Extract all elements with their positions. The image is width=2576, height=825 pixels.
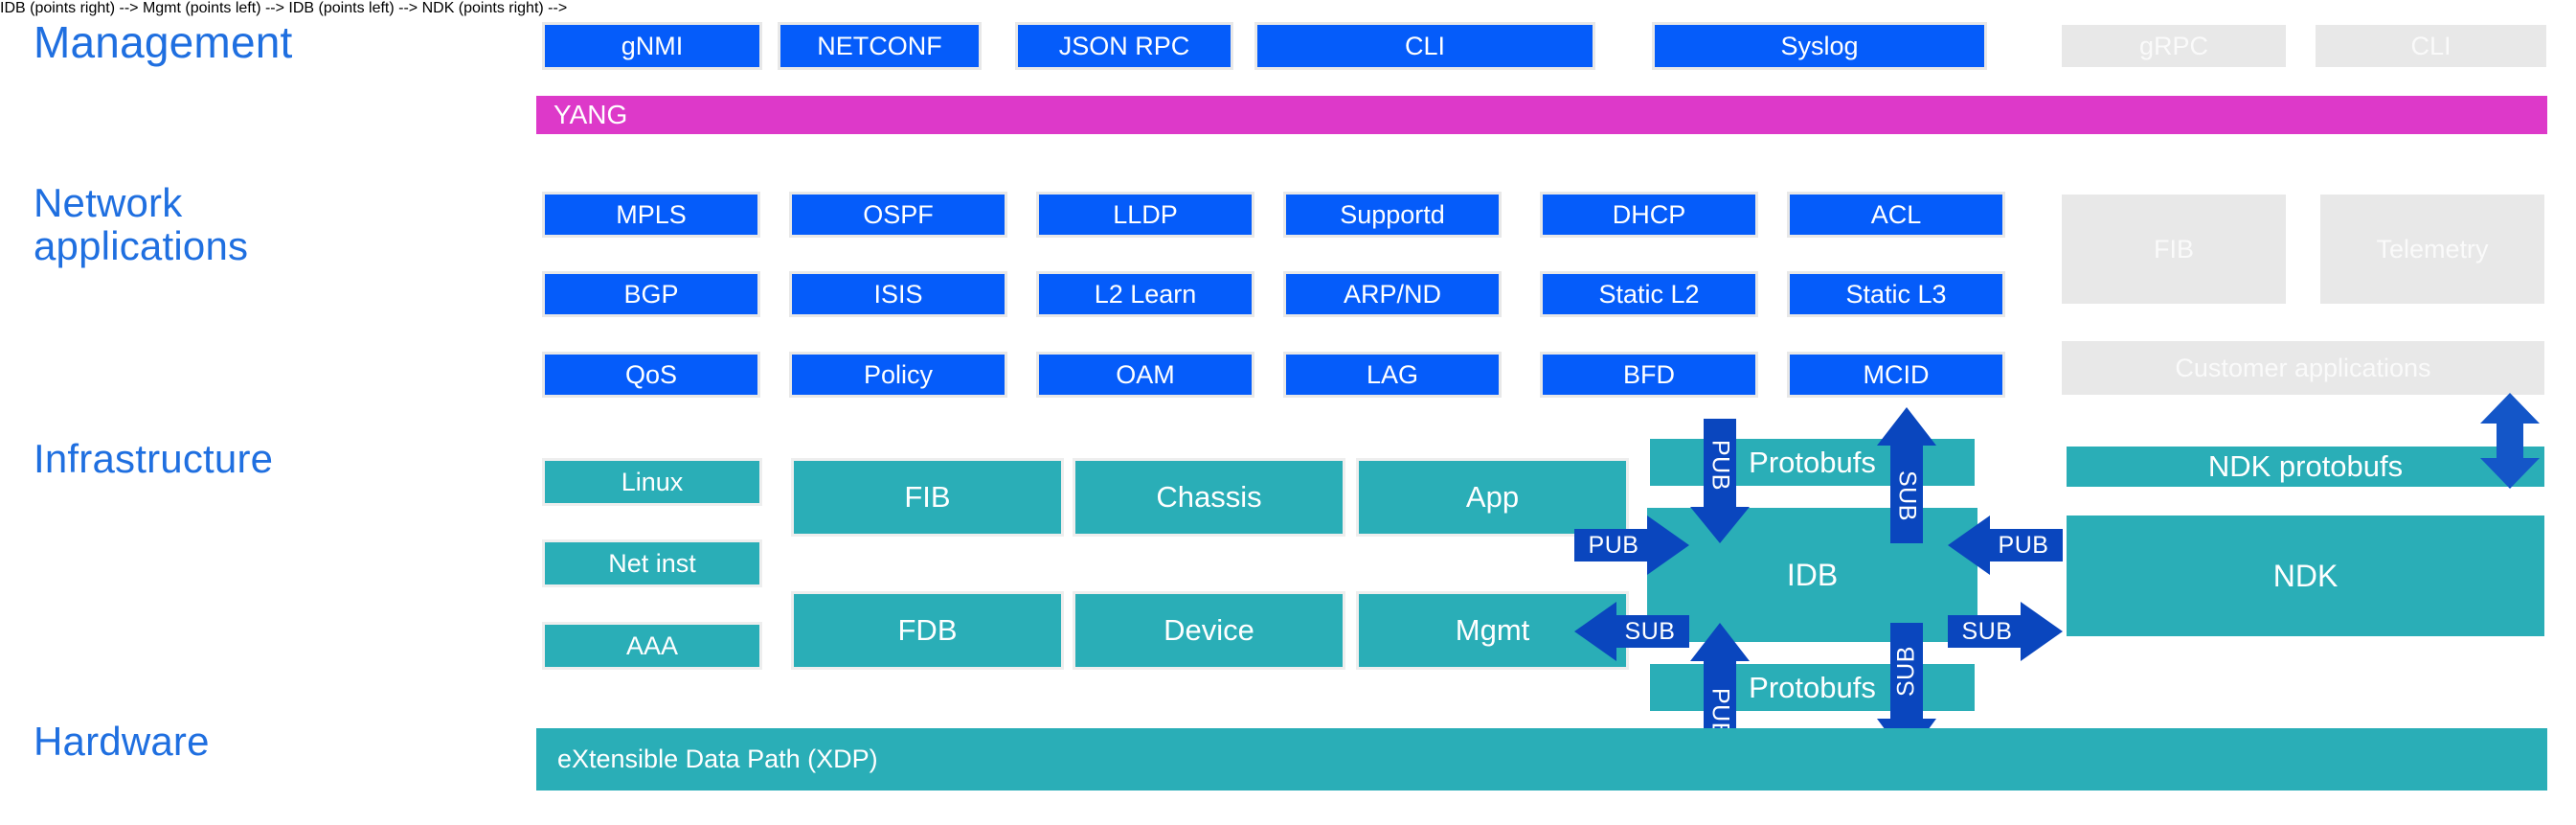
mgmt-chip-syslog[interactable]: Syslog xyxy=(1652,22,1987,70)
netapp-chip-qos[interactable]: QoS xyxy=(542,352,760,398)
netapp-chip-bgp-label: BGP xyxy=(623,279,679,309)
arrow-pub-app-to-idb: PUB xyxy=(1574,516,1689,575)
netapp-chip-qos-label: QoS xyxy=(624,359,678,389)
netapp-ghost-telemetry[interactable]: Telemetry xyxy=(2317,192,2547,307)
netapp-chip-mcid-label: MCID xyxy=(1863,359,1930,389)
netapp-chip-ospf-label: OSPF xyxy=(863,199,934,229)
netapp-chip-static-l2[interactable]: Static L2 xyxy=(1540,271,1758,317)
netapp-chip-ospf[interactable]: OSPF xyxy=(789,192,1007,238)
netapp-chip-l2-learn[interactable]: L2 Learn xyxy=(1036,271,1254,317)
netapp-chip-lldp-label: LLDP xyxy=(1113,199,1178,229)
netapp-chip-l2-learn-label: L2 Learn xyxy=(1094,279,1197,309)
layer-title-network-line1: Network xyxy=(34,180,183,225)
netapp-chip-bgp[interactable]: BGP xyxy=(542,271,760,317)
netapp-chip-policy[interactable]: Policy xyxy=(789,352,1007,398)
netapp-chip-supportd-label: Supportd xyxy=(1340,199,1445,229)
arrow-sub-bottom-down: SUB xyxy=(1877,623,1936,759)
netapp-chip-policy-label: Policy xyxy=(863,359,934,389)
hardware-xdp-bar[interactable]: eXtensible Data Path (XDP) xyxy=(536,728,2547,791)
mgmt-yang-bar-label: YANG xyxy=(554,100,628,129)
infra-chip-mgmt-label: Mgmt xyxy=(1455,613,1530,647)
mgmt-chip-json-rpc-label: JSON RPC xyxy=(1058,31,1190,60)
mgmt-chip-cli-ghost-label: CLI xyxy=(2410,31,2452,60)
mgmt-chip-grpc[interactable]: gRPC xyxy=(2059,22,2289,70)
layer-title-management: Management xyxy=(34,17,293,67)
netapp-chip-arp-nd-label: ARP/ND xyxy=(1343,279,1441,309)
netapp-chip-acl-label: ACL xyxy=(1870,199,1922,229)
netapp-chip-bfd-label: BFD xyxy=(1623,359,1675,389)
infra-chip-device-label: Device xyxy=(1164,613,1254,647)
arrow-sub-idb-to-mgmt: SUB xyxy=(1574,602,1689,661)
netapp-ghost-customer-applications-label: Customer applications xyxy=(2175,353,2431,382)
mgmt-chip-cli-label: CLI xyxy=(1404,31,1446,60)
netapp-chip-arp-nd[interactable]: ARP/ND xyxy=(1283,271,1502,317)
infra-chip-fib-label: FIB xyxy=(904,480,951,514)
infra-chip-fdb-label: FDB xyxy=(897,613,958,647)
layer-title-network-applications: Network applications xyxy=(34,181,248,268)
mgmt-chip-netconf-label: NETCONF xyxy=(817,31,942,60)
netapp-chip-static-l3[interactable]: Static L3 xyxy=(1787,271,2005,317)
infra-chip-device[interactable]: Device xyxy=(1073,591,1345,670)
netapp-chip-bfd[interactable]: BFD xyxy=(1540,352,1758,398)
layer-title-hardware: Hardware xyxy=(34,719,210,764)
netapp-chip-oam-label: OAM xyxy=(1116,359,1175,389)
infra-chip-linux[interactable]: Linux xyxy=(542,458,762,506)
arrow-ndk-bidirectional xyxy=(2480,393,2540,489)
infra-chip-linux-label: Linux xyxy=(621,467,684,496)
arrow-pub-ndk-to-idb: PUB xyxy=(1948,516,2063,575)
netapp-chip-acl[interactable]: ACL xyxy=(1787,192,2005,238)
infra-chip-app-label: App xyxy=(1465,480,1520,514)
netapp-chip-supportd[interactable]: Supportd xyxy=(1283,192,1502,238)
infra-ndk-protobufs-label: NDK protobufs xyxy=(2207,449,2404,483)
infra-protobufs-bottom-label: Protobufs xyxy=(1749,670,1876,704)
hardware-xdp-bar-label: eXtensible Data Path (XDP) xyxy=(557,745,878,773)
infra-chip-chassis-label: Chassis xyxy=(1156,480,1262,514)
infra-idb-label: IDB xyxy=(1786,557,1839,592)
infra-chip-aaa[interactable]: AAA xyxy=(542,622,762,670)
mgmt-yang-bar[interactable]: YANG xyxy=(536,96,2547,134)
netapp-ghost-fib[interactable]: FIB xyxy=(2059,192,2289,307)
infra-chip-app[interactable]: App xyxy=(1356,458,1629,537)
infra-chip-net-inst[interactable]: Net inst xyxy=(542,539,762,587)
netapp-chip-static-l2-label: Static L2 xyxy=(1598,279,1700,309)
netapp-ghost-telemetry-label: Telemetry xyxy=(2376,234,2489,264)
mgmt-chip-json-rpc[interactable]: JSON RPC xyxy=(1015,22,1233,70)
arrow-sub-idb-to-ndk: SUB xyxy=(1948,602,2063,661)
netapp-chip-lag-label: LAG xyxy=(1366,359,1419,389)
infra-chip-net-inst-label: Net inst xyxy=(608,548,696,578)
netapp-ghost-fib-label: FIB xyxy=(2153,234,2194,264)
netapp-chip-isis-label: ISIS xyxy=(873,279,923,309)
mgmt-chip-syslog-label: Syslog xyxy=(1780,31,1859,60)
mgmt-chip-cli[interactable]: CLI xyxy=(1254,22,1595,70)
infra-ndk-protobufs: NDK protobufs xyxy=(2064,444,2547,490)
arrow-sub-top-up: SUB xyxy=(1877,407,1936,543)
netapp-chip-oam[interactable]: OAM xyxy=(1036,352,1254,398)
netapp-chip-mpls-label: MPLS xyxy=(616,199,687,229)
mgmt-chip-netconf[interactable]: NETCONF xyxy=(778,22,982,70)
netapp-chip-mcid[interactable]: MCID xyxy=(1787,352,2005,398)
infra-protobufs-top-label: Protobufs xyxy=(1749,445,1876,479)
infra-chip-chassis[interactable]: Chassis xyxy=(1073,458,1345,537)
mgmt-chip-gnmi[interactable]: gNMI xyxy=(542,22,762,70)
netapp-chip-lag[interactable]: LAG xyxy=(1283,352,1502,398)
arrow-pub-top-down: PUB xyxy=(1690,419,1750,543)
infra-chip-aaa-label: AAA xyxy=(625,630,679,660)
infra-chip-fib[interactable]: FIB xyxy=(791,458,1064,537)
netapp-chip-dhcp-label: DHCP xyxy=(1612,199,1686,229)
infra-chip-fdb[interactable]: FDB xyxy=(791,591,1064,670)
netapp-chip-mpls[interactable]: MPLS xyxy=(542,192,760,238)
netapp-chip-lldp[interactable]: LLDP xyxy=(1036,192,1254,238)
netapp-chip-static-l3-label: Static L3 xyxy=(1845,279,1947,309)
netapp-chip-isis[interactable]: ISIS xyxy=(789,271,1007,317)
mgmt-chip-gnmi-label: gNMI xyxy=(621,31,684,60)
mgmt-chip-grpc-label: gRPC xyxy=(2138,31,2209,60)
infra-ndk-label: NDK xyxy=(2272,558,2339,593)
layer-title-infrastructure: Infrastructure xyxy=(34,436,274,481)
netapp-ghost-customer-applications[interactable]: Customer applications xyxy=(2059,338,2547,398)
infra-ndk[interactable]: NDK xyxy=(2064,513,2547,639)
netapp-chip-dhcp[interactable]: DHCP xyxy=(1540,192,1758,238)
mgmt-chip-cli-ghost[interactable]: CLI xyxy=(2313,22,2549,70)
layer-title-network-line2: applications xyxy=(34,223,249,269)
